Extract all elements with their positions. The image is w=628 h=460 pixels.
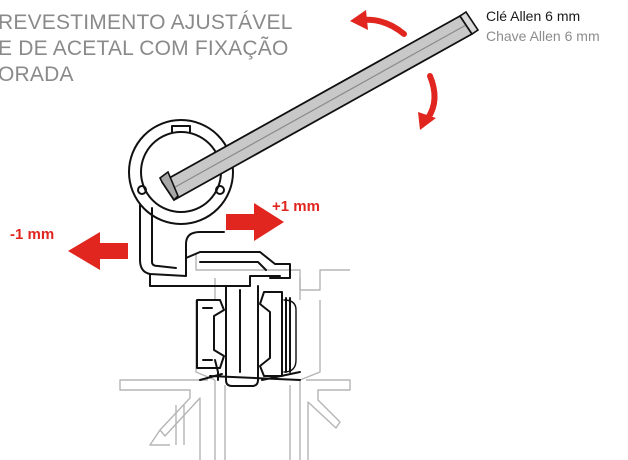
diagram-title: REVESTIMENTO AJUSTÁVEL E DE ACETAL COM F… — [0, 10, 293, 88]
plus-1mm-label: +1 mm — [272, 198, 320, 215]
tool-label: Clé Allen 6 mm Chave Allen 6 mm — [486, 6, 600, 46]
plus-1mm-arrow — [226, 203, 284, 241]
tool-name-primary: Clé Allen 6 mm — [486, 8, 581, 24]
profile-ghost-outline — [119, 254, 351, 460]
minus-1mm-arrow — [68, 232, 128, 270]
title-line-2: E DE ACETAL COM FIXAÇÃO — [0, 37, 289, 60]
title-line-1: REVESTIMENTO AJUSTÁVEL — [0, 11, 293, 34]
tool-name-secondary: Chave Allen 6 mm — [486, 28, 600, 44]
title-line-3: ORADA — [0, 63, 74, 86]
minus-1mm-label: -1 mm — [10, 226, 55, 243]
rotation-arrow-ccw — [350, 10, 407, 37]
rotation-arrow-cw — [418, 73, 438, 130]
allen-key — [158, 10, 480, 202]
